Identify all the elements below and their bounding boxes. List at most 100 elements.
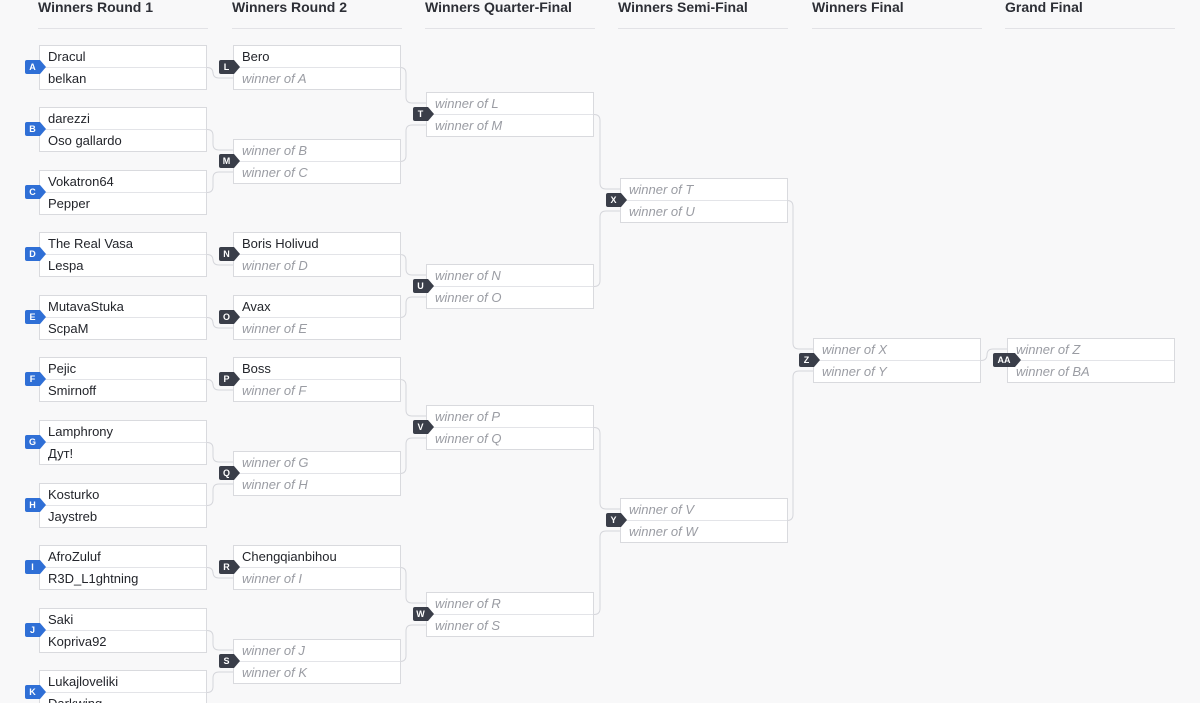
match-E-player-2[interactable]: ScpaM [48, 321, 89, 336]
connector-K-to-S [206, 671, 233, 693]
match-H-player-2[interactable]: Jaystreb [48, 509, 98, 524]
match-A-player-2[interactable]: belkan [48, 71, 87, 86]
match-J-player-2[interactable]: Kopriva92 [48, 634, 107, 649]
match-Z-player-1[interactable]: winner of X [814, 339, 980, 361]
match-T-player-2[interactable]: winner of M [435, 118, 503, 133]
match-E[interactable]: MutavaStuka ScpaM [39, 295, 207, 340]
match-B-player-1[interactable]: darezzi [40, 108, 206, 130]
connector-G-to-Q [206, 442, 233, 463]
match-U[interactable]: winner of N winner of O [426, 264, 594, 309]
match-badge-K: K [25, 685, 46, 699]
match-V-player-1[interactable]: winner of P [427, 406, 593, 428]
round-header-winners-semi-final: Winners Semi-Final [618, 0, 788, 29]
match-C-player-2[interactable]: Pepper [48, 196, 90, 211]
match-K[interactable]: Lukajloveliki Darkwing [39, 670, 207, 703]
match-O-player-1[interactable]: Avax [234, 296, 400, 318]
match-badge-Y: Y [606, 513, 627, 527]
match-K-player-1[interactable]: Lukajloveliki [40, 671, 206, 693]
match-R-player-1[interactable]: Chengqianbihou [234, 546, 400, 568]
match-badge-T: T [413, 107, 434, 121]
match-Z-player-2[interactable]: winner of Y [822, 364, 887, 379]
match-Y[interactable]: winner of V winner of W [620, 498, 788, 543]
round-header-grand-final: Grand Final [1005, 0, 1175, 29]
match-P[interactable]: Boss winner of F [233, 357, 401, 402]
round-header-winners-quarter-final: Winners Quarter-Final [425, 0, 595, 29]
match-P-player-1[interactable]: Boss [234, 358, 400, 380]
match-S-player-2[interactable]: winner of K [242, 665, 308, 680]
match-M-player-1[interactable]: winner of B [234, 140, 400, 162]
match-F-player-2[interactable]: Smirnoff [48, 383, 97, 398]
connector-Z-to-AA [980, 348, 1007, 361]
match-L-player-1[interactable]: Bero [234, 46, 400, 68]
match-K-player-2[interactable]: Darkwing [40, 693, 206, 703]
match-badge-V: V [413, 420, 434, 434]
match-badge-A: A [25, 60, 46, 74]
match-X[interactable]: winner of T winner of U [620, 178, 788, 223]
match-J-player-1[interactable]: Saki [40, 609, 206, 631]
match-Y-player-1[interactable]: winner of V [621, 499, 787, 521]
match-C[interactable]: Vokatron64 Pepper [39, 170, 207, 215]
connector-L-to-T [399, 67, 426, 104]
match-Q-player-1[interactable]: winner of G [234, 452, 400, 474]
match-Q-player-2[interactable]: winner of H [242, 477, 308, 492]
match-AA-player-2[interactable]: winner of BA [1016, 364, 1090, 379]
match-A-player-1[interactable]: Dracul [40, 46, 206, 68]
match-E-player-1[interactable]: MutavaStuka [40, 296, 206, 318]
match-N-player-1[interactable]: Boris Holivud [234, 233, 400, 255]
match-G-player-2[interactable]: Дут! [48, 446, 74, 461]
match-D-player-1[interactable]: The Real Vasa [40, 233, 206, 255]
match-badge-O: O [219, 310, 240, 324]
match-O[interactable]: Avax winner of E [233, 295, 401, 340]
match-D[interactable]: The Real Vasa Lespa [39, 232, 207, 277]
match-AA-player-1[interactable]: winner of Z [1008, 339, 1174, 361]
match-T[interactable]: winner of L winner of M [426, 92, 594, 137]
match-I-player-1[interactable]: AfroZuluf [40, 546, 206, 568]
match-badge-N: N [219, 247, 240, 261]
match-B[interactable]: darezzi Oso gallardo [39, 107, 207, 152]
match-Q[interactable]: winner of G winner of H [233, 451, 401, 496]
match-X-player-2[interactable]: winner of U [629, 204, 695, 219]
match-S-player-1[interactable]: winner of J [234, 640, 400, 662]
connector-I-to-R [206, 567, 233, 579]
match-AA[interactable]: winner of Z winner of BA [1007, 338, 1175, 383]
match-H[interactable]: Kosturko Jaystreb [39, 483, 207, 528]
match-I-player-2[interactable]: R3D_L1ghtning [48, 571, 139, 586]
match-G-player-1[interactable]: Lamphrony [40, 421, 206, 443]
match-R[interactable]: Chengqianbihou winner of I [233, 545, 401, 590]
match-L[interactable]: Bero winner of A [233, 45, 401, 90]
match-S[interactable]: winner of J winner of K [233, 639, 401, 684]
match-U-player-2[interactable]: winner of O [435, 290, 502, 305]
connector-T-to-X [593, 114, 620, 190]
match-W-player-2[interactable]: winner of S [435, 618, 501, 633]
match-J[interactable]: Saki Kopriva92 [39, 608, 207, 653]
match-V-player-2[interactable]: winner of Q [435, 431, 502, 446]
match-L-player-2[interactable]: winner of A [242, 71, 307, 86]
match-F-player-1[interactable]: Pejic [40, 358, 206, 380]
match-H-player-1[interactable]: Kosturko [40, 484, 206, 506]
match-badge-Q: Q [219, 466, 240, 480]
match-C-player-1[interactable]: Vokatron64 [40, 171, 206, 193]
match-X-player-1[interactable]: winner of T [621, 179, 787, 201]
match-R-player-2[interactable]: winner of I [242, 571, 302, 586]
match-O-player-2[interactable]: winner of E [242, 321, 308, 336]
match-U-player-1[interactable]: winner of N [427, 265, 593, 287]
match-I[interactable]: AfroZuluf R3D_L1ghtning [39, 545, 207, 590]
match-A[interactable]: Dracul belkan [39, 45, 207, 90]
match-M-player-2[interactable]: winner of C [242, 165, 308, 180]
match-Z[interactable]: winner of X winner of Y [813, 338, 981, 383]
match-D-player-2[interactable]: Lespa [48, 258, 84, 273]
match-Y-player-2[interactable]: winner of W [629, 524, 698, 539]
match-P-player-2[interactable]: winner of F [242, 383, 307, 398]
match-V[interactable]: winner of P winner of Q [426, 405, 594, 450]
match-N[interactable]: Boris Holivud winner of D [233, 232, 401, 277]
match-W[interactable]: winner of R winner of S [426, 592, 594, 637]
match-G[interactable]: Lamphrony Дут! [39, 420, 207, 465]
match-badge-B: B [25, 122, 46, 136]
match-M[interactable]: winner of B winner of C [233, 139, 401, 184]
match-W-player-1[interactable]: winner of R [427, 593, 593, 615]
match-F[interactable]: Pejic Smirnoff [39, 357, 207, 402]
match-N-player-2[interactable]: winner of D [242, 258, 308, 273]
match-T-player-1[interactable]: winner of L [427, 93, 593, 115]
match-B-player-2[interactable]: Oso gallardo [48, 133, 122, 148]
